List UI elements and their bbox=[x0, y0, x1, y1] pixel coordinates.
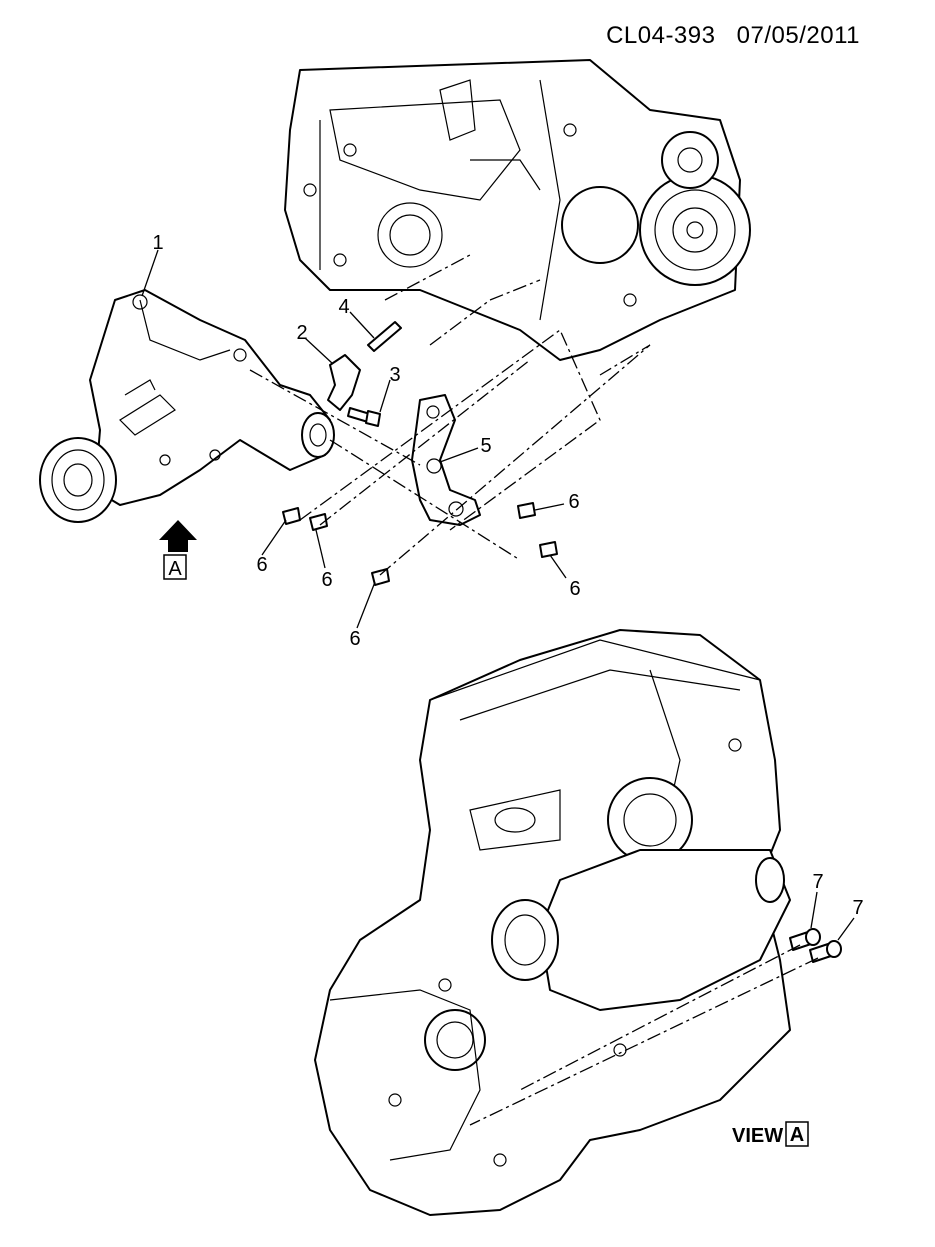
view-arrow bbox=[159, 520, 197, 552]
leader-lines-top bbox=[141, 249, 567, 629]
callout-1: 1 bbox=[152, 232, 163, 254]
bolt-part-3 bbox=[347, 407, 381, 427]
alignment-lines-bottom bbox=[469, 944, 819, 1126]
view-caption-box bbox=[785, 1121, 809, 1147]
leader-lines-bottom bbox=[810, 891, 855, 941]
bolt-part-7-group bbox=[789, 928, 842, 963]
view-caption-word: VIEW bbox=[732, 1125, 783, 1147]
mount-bracket-part-5 bbox=[411, 394, 481, 526]
upper-engine-illustration bbox=[284, 59, 751, 361]
diagram-header: CL04-393 07/05/2011 bbox=[606, 22, 860, 50]
callout-3: 3 bbox=[389, 364, 400, 386]
callout-6: 6 bbox=[256, 554, 267, 576]
pin-part-4 bbox=[367, 321, 402, 352]
transfer-case-part bbox=[39, 289, 335, 523]
callout-6: 6 bbox=[569, 578, 580, 600]
callout-5: 5 bbox=[480, 435, 491, 457]
view-caption-letter: A bbox=[790, 1124, 804, 1146]
callout-6: 6 bbox=[568, 491, 579, 513]
callout-2: 2 bbox=[296, 322, 307, 344]
callout-7: 7 bbox=[812, 871, 823, 893]
view-marker-letter: A bbox=[168, 558, 182, 580]
callout-7: 7 bbox=[852, 897, 863, 919]
callout-6: 6 bbox=[349, 628, 360, 650]
diagram-date: 07/05/2011 bbox=[736, 22, 860, 49]
callout-6: 6 bbox=[321, 569, 332, 591]
alignment-lines-top bbox=[249, 254, 651, 576]
bracket-part-2 bbox=[327, 354, 361, 411]
bolt-part-6-group bbox=[282, 502, 558, 586]
view-marker-box bbox=[163, 554, 187, 580]
diagram-code: CL04-393 bbox=[606, 22, 716, 49]
callout-4: 4 bbox=[338, 296, 349, 318]
lower-assembly-illustration bbox=[314, 629, 791, 1216]
